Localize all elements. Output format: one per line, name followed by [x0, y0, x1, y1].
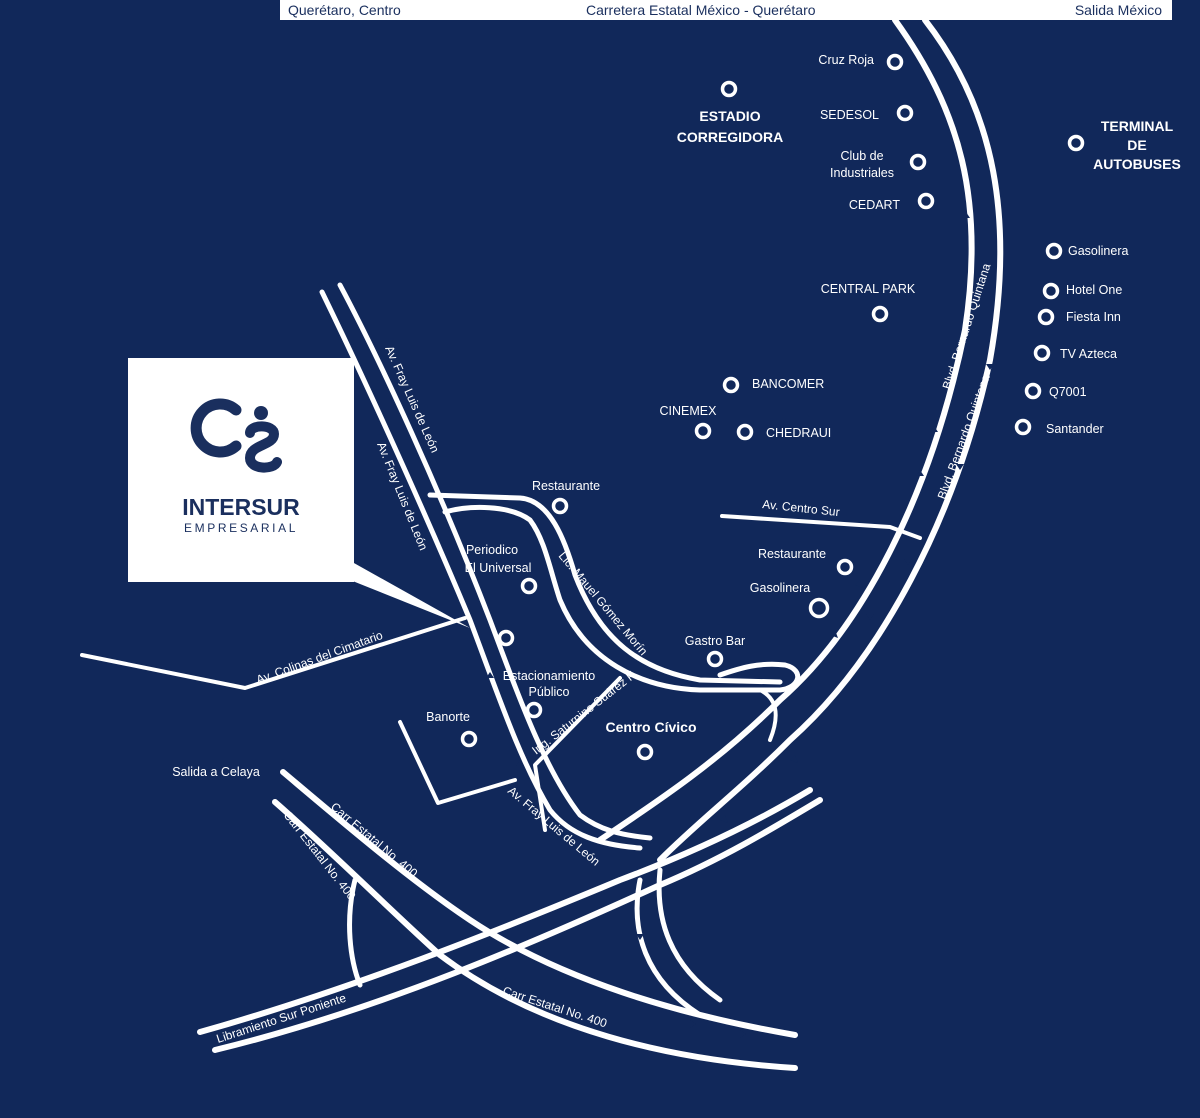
- label-chedraui: CHEDRAUI: [766, 426, 831, 440]
- label-salida-celaya: Salida a Celaya: [172, 765, 260, 779]
- label-gasolinera-south: Gasolinera: [750, 581, 810, 595]
- poi-central-park: [871, 305, 889, 323]
- label-sedesol: SEDESOL: [820, 108, 879, 122]
- label-estadio-1: ESTADIO: [699, 108, 760, 124]
- poi-banorte: [460, 730, 478, 748]
- poi-centro-civico: [636, 743, 654, 761]
- label-centro-civico: Centro Cívico: [605, 719, 696, 735]
- road-carr-estatal-400-south: [272, 799, 798, 1071]
- label-road-gomez-morin: Lic. Mauel Gómez Morín: [556, 549, 651, 658]
- road-libramiento-sur-poniente: [197, 787, 813, 1035]
- poi-cinemex: [694, 422, 712, 440]
- label-gastro-bar: Gastro Bar: [685, 634, 745, 648]
- label-road-colinas: Av. Colinas del Cimatario: [254, 628, 385, 687]
- label-periodico-2: El Universal: [465, 561, 532, 575]
- poi-club-industriales: [909, 153, 927, 171]
- label-club-2: Industriales: [830, 166, 894, 180]
- intersur-logo-box: INTERSUR EMPRESARIAL: [128, 358, 354, 582]
- road-bernardo-quintana-east: [657, 17, 1004, 863]
- header-left-label: Querétaro, Centro: [288, 2, 401, 18]
- label-estadio-2: CORREGIDORA: [677, 129, 784, 145]
- poi-santander: [1014, 418, 1032, 436]
- road-banorte-block: [398, 720, 517, 805]
- label-cruz-roja: Cruz Roja: [818, 53, 874, 67]
- label-hotel-one: Hotel One: [1066, 283, 1122, 297]
- poi-restaurante-east: [836, 558, 854, 576]
- label-santander: Santander: [1046, 422, 1104, 436]
- intersur-logo-icon: [190, 398, 282, 473]
- label-cinemex: CINEMEX: [660, 404, 718, 418]
- label-periodico-1: Periodico: [466, 543, 518, 557]
- roads: [80, 17, 1004, 1071]
- poi-estadio: [720, 80, 738, 98]
- poi-hotel-one: [1042, 282, 1060, 300]
- landmark-labels: ESTADIO CORREGIDORA TERMINAL DE AUTOBUSE…: [172, 53, 1181, 779]
- poi-markers: [460, 53, 1085, 761]
- poi-terminal-autobuses: [1067, 134, 1085, 152]
- label-terminal-3: AUTOBUSES: [1093, 156, 1181, 172]
- direction-arrows: [486, 212, 994, 1038]
- label-terminal-2: DE: [1127, 137, 1146, 153]
- label-road-centro-sur: Av. Centro Sur: [762, 497, 841, 519]
- road-ramp-east: [634, 877, 703, 1018]
- poi-cruz-roja: [886, 53, 904, 71]
- road-libramiento-sur-poniente-2: [212, 797, 823, 1053]
- label-estacionamiento-2: Público: [529, 685, 570, 699]
- header-bar: Querétaro, Centro Carretera Estatal Méxi…: [280, 0, 1172, 20]
- label-restaurante-north: Restaurante: [532, 479, 600, 493]
- poi-sedesol: [896, 104, 914, 122]
- label-cedart: CEDART: [849, 198, 901, 212]
- poi-bancomer: [722, 376, 740, 394]
- road-gasolinera-connector: [758, 688, 778, 742]
- poi-estacionamiento: [525, 701, 543, 719]
- poi-gastro-bar: [706, 650, 724, 668]
- road-bernardo-quintana-west: [597, 17, 975, 843]
- poi-q7001: [1024, 382, 1042, 400]
- poi-gasolinera-south: [808, 597, 830, 619]
- poi-gasolinera-east: [1045, 242, 1063, 260]
- road-saturnino: [533, 676, 622, 832]
- label-central-park: CENTRAL PARK: [821, 282, 916, 296]
- road-centro-sur: [720, 514, 922, 540]
- road-ramp-east-2: [656, 867, 723, 1003]
- label-club-1: Club de: [840, 149, 883, 163]
- poi-periodico: [520, 577, 538, 595]
- label-road-estatal-3: Carr Estatal No. 400: [501, 984, 609, 1031]
- label-road-fray-luis-3: Av. Fray Luis de León: [505, 784, 603, 869]
- poi-tv-azteca: [1033, 344, 1051, 362]
- label-gasolinera-east: Gasolinera: [1068, 244, 1128, 258]
- label-fiesta-inn: Fiesta Inn: [1066, 310, 1121, 324]
- road-restaurante-connector: [427, 492, 783, 685]
- label-q7001: Q7001: [1049, 385, 1087, 399]
- header-center-label: Carretera Estatal México - Querétaro: [586, 2, 816, 18]
- header-right-label: Salida México: [1074, 2, 1162, 18]
- poi-restaurante-north: [551, 497, 569, 515]
- poi-cedart: [917, 192, 935, 210]
- poi-intersur: [497, 629, 515, 647]
- label-road-quintana-2: Blvd. Bernardo Quintana: [935, 372, 993, 501]
- label-tv-azteca: TV Azteca: [1060, 347, 1117, 361]
- poi-chedraui: [736, 423, 754, 441]
- logo-name: INTERSUR: [182, 494, 300, 520]
- label-estacionamiento-1: Estacionamiento: [503, 669, 595, 683]
- road-fray-luis-east: [337, 282, 653, 841]
- label-restaurante-east: Restaurante: [758, 547, 826, 561]
- road-colinas-cimatario: [80, 616, 467, 690]
- logo-subtitle: EMPRESARIAL: [184, 521, 298, 535]
- label-road-estatal-1: Carr Estatal No. 400: [328, 800, 421, 881]
- label-bancomer: BANCOMER: [752, 377, 824, 391]
- road-ramp-west: [347, 877, 363, 988]
- label-terminal-1: TERMINAL: [1101, 118, 1174, 134]
- road-gomez-morin: [442, 504, 800, 693]
- label-banorte: Banorte: [426, 710, 470, 724]
- poi-fiesta-inn: [1037, 308, 1055, 326]
